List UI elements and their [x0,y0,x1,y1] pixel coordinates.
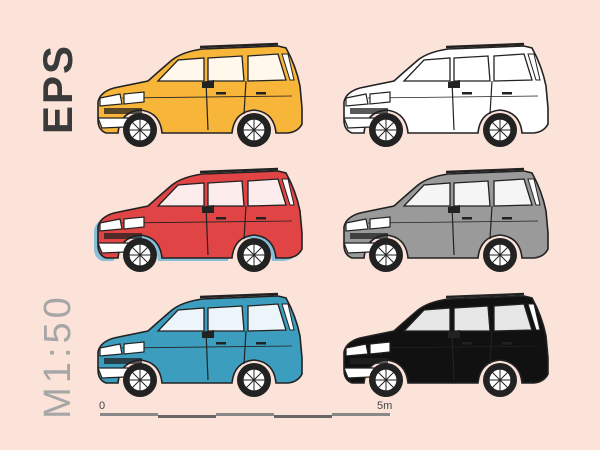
car-blue [96,292,304,399]
car-gray [342,167,550,274]
car-red [94,167,304,274]
scale-start-label: 0 [99,400,106,412]
scale-segment [158,415,216,418]
scale-end-label: 5m [377,400,393,412]
scale-segment [216,413,274,416]
car-white-outline [342,42,550,149]
scale-segment [332,413,390,416]
scale-segment [274,415,332,418]
scale-segment [100,413,158,416]
car-yellow [96,42,304,149]
car-black [342,292,550,399]
